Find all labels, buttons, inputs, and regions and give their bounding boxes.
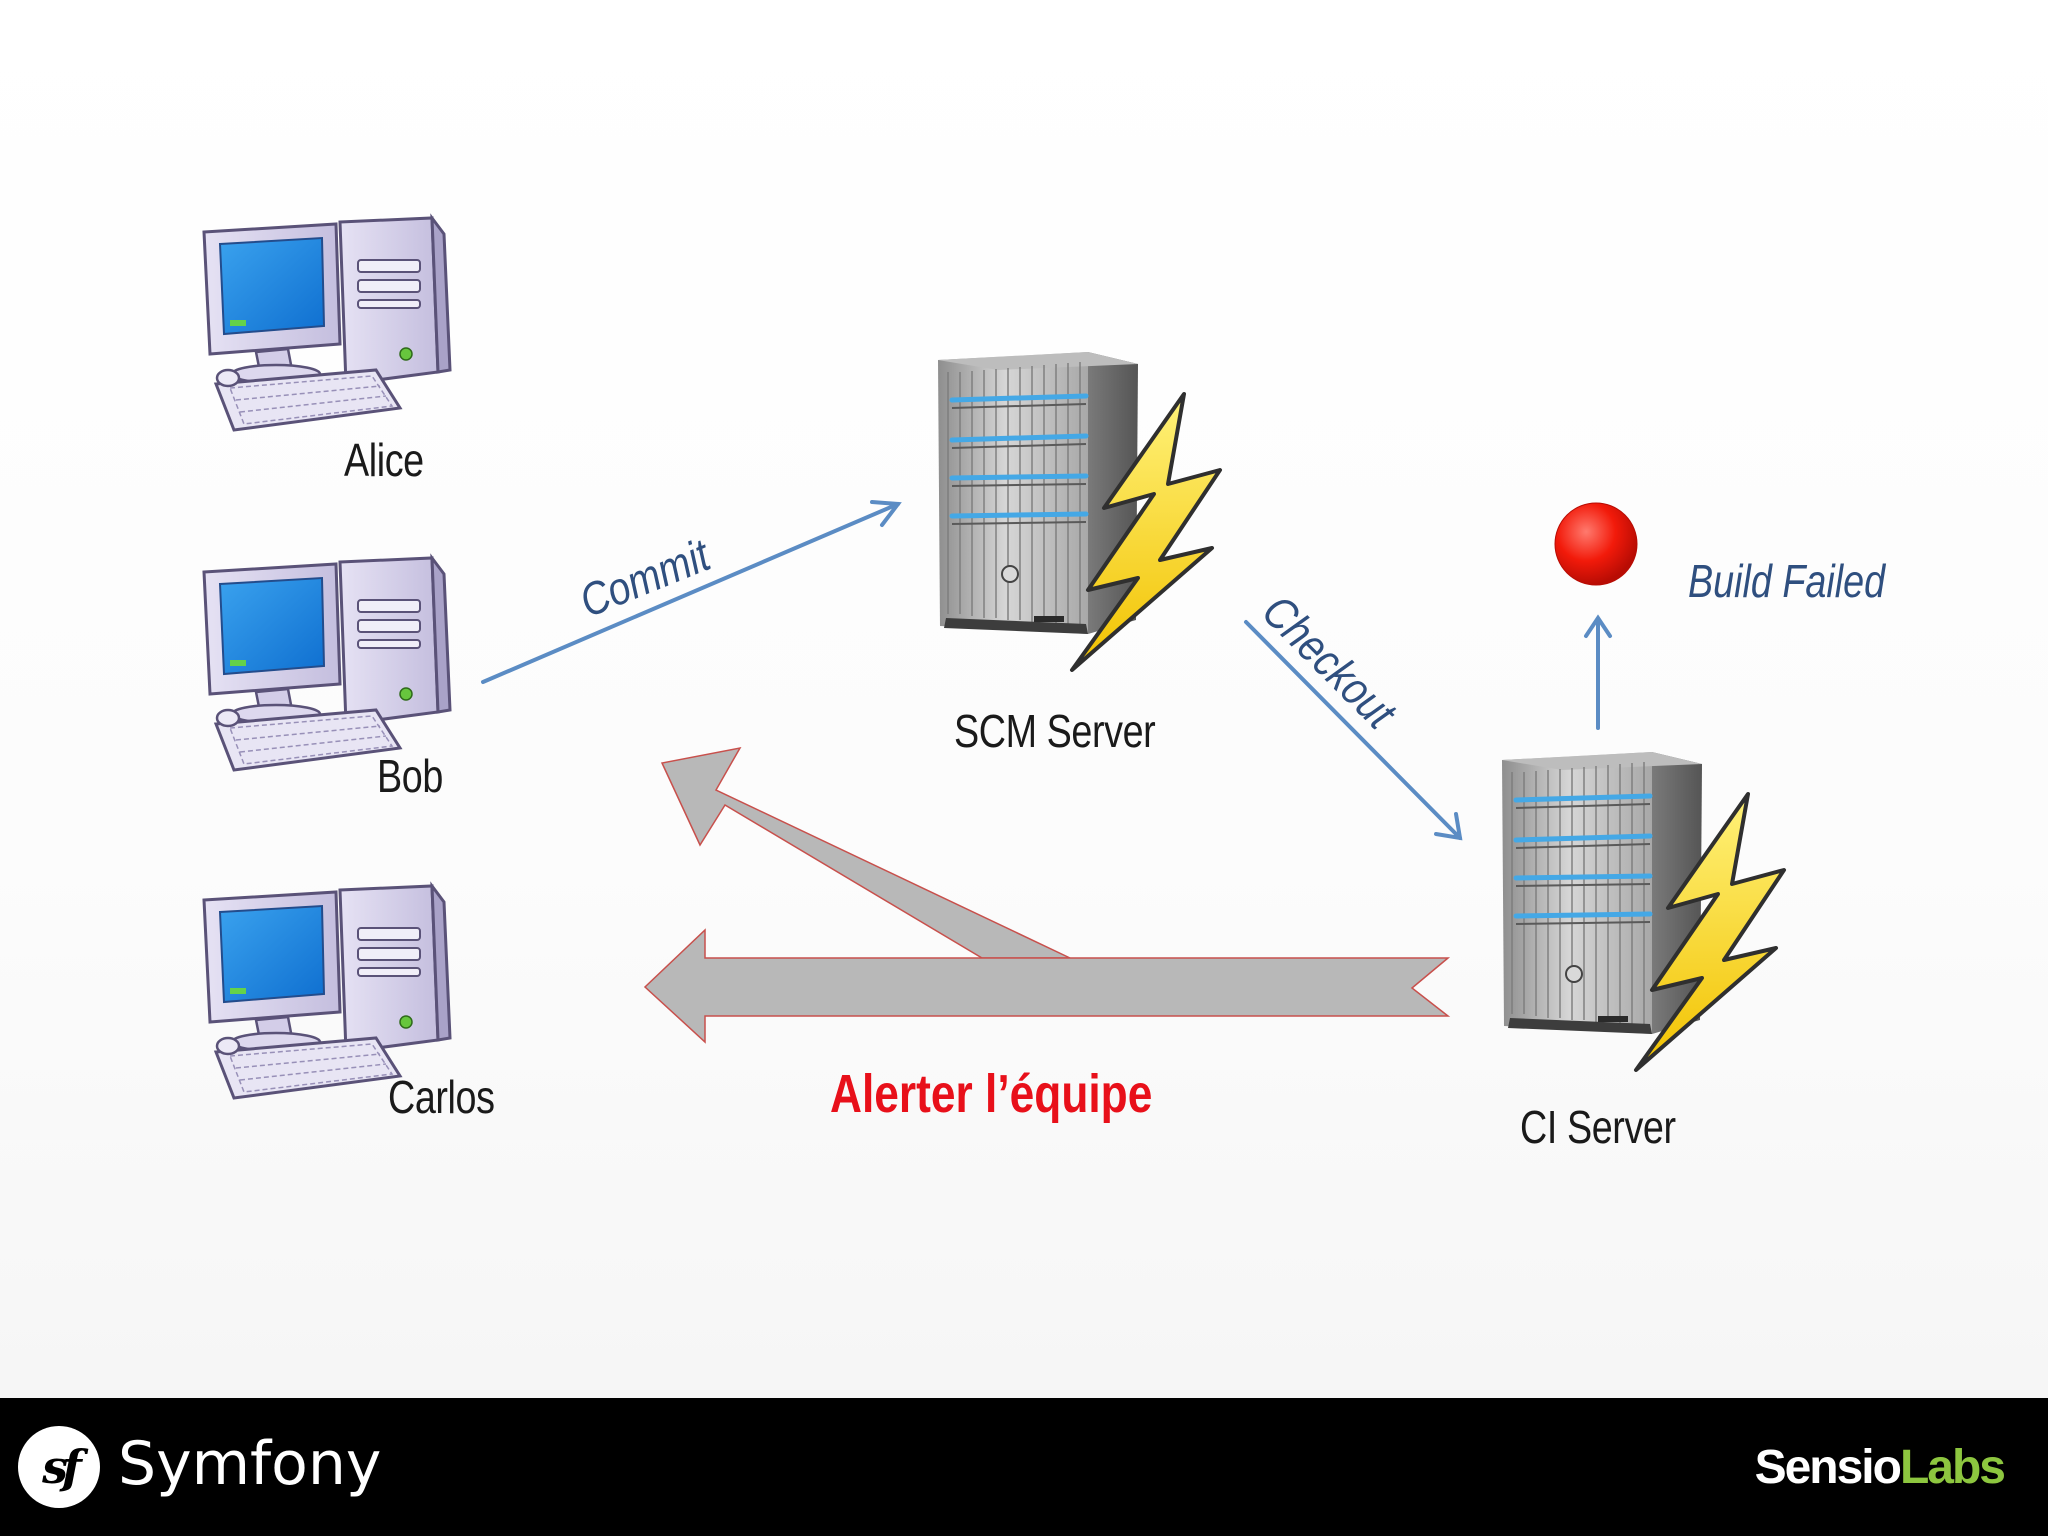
build-failed-status-icon (1554, 502, 1638, 586)
ci-server-label: CI Server (1520, 1101, 1676, 1153)
bob-label: Bob (377, 750, 443, 802)
build-failed-label: Build Failed (1688, 555, 1886, 607)
alert-team-label: Alerter l’équipe (830, 1064, 1153, 1124)
scm-server-icon (938, 352, 1220, 670)
alice-computer-icon (202, 216, 452, 432)
footer-bar: sf Symfony SensioLabs (0, 1398, 2048, 1536)
ci-diagram (202, 216, 2048, 1100)
alice-label: Alice (344, 434, 424, 486)
alert-arrow-diagonal (660, 746, 1071, 959)
symfony-wordmark: Symfony (118, 1429, 382, 1499)
checkout-arrow (1244, 620, 1463, 841)
sensio-wordmark: Sensio (1754, 1441, 1902, 1494)
carlos-label: Carlos (388, 1071, 495, 1123)
symfony-logo-icon: sf (18, 1426, 100, 1508)
alert-arrow-horizontal (643, 928, 1451, 1044)
commit-arrow (481, 500, 902, 684)
labs-wordmark: Labs (1899, 1441, 2006, 1494)
sensiolabs-logo: SensioLabs (1754, 1440, 2006, 1496)
ci-server-icon (1502, 752, 1784, 1070)
build-status-arrow (1584, 614, 1612, 730)
bob-computer-icon (202, 556, 452, 772)
slide: Alice Bob Carlos SCM Server CI Server Co… (0, 0, 2048, 1398)
scm-server-label: SCM Server (954, 705, 1156, 757)
carlos-computer-icon (202, 884, 452, 1100)
